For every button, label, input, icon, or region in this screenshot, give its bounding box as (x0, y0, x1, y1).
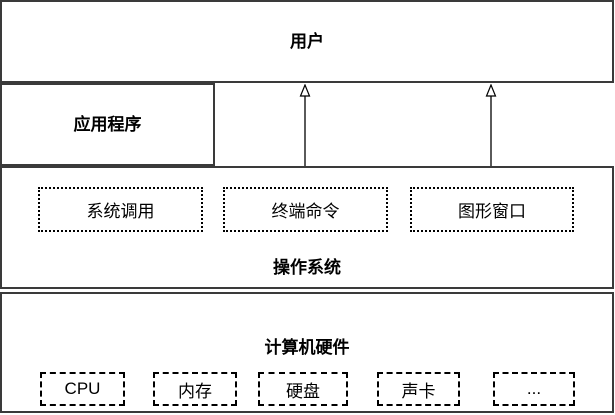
layer-hardware-label: 计算机硬件 (264, 338, 350, 357)
layer-application-label: 应用程序 (73, 114, 142, 134)
os-interface-graphical-window: 图形窗口 (410, 187, 574, 232)
layer-user-label: 用户 (290, 31, 324, 51)
hw-component-label: 声卡 (401, 381, 436, 401)
layer-hardware: 计算机硬件 CPU 内存 硬盘 声卡 ... (0, 292, 614, 413)
hw-component-soundcard: 声卡 (377, 372, 460, 406)
os-interface-label: 终端命令 (271, 202, 340, 221)
hw-component-memory: 内存 (153, 372, 237, 406)
layer-user: 用户 (0, 0, 614, 83)
hw-component-cpu: CPU (40, 372, 125, 406)
os-interface-terminal-command: 终端命令 (223, 187, 388, 232)
layer-os: 系统调用 终端命令 图形窗口 操作系统 (0, 166, 614, 289)
layer-os-label: 操作系统 (273, 258, 341, 277)
layer-application: 应用程序 (0, 83, 215, 166)
hw-component-label: CPU (64, 379, 101, 398)
os-interface-label: 系统调用 (86, 202, 155, 221)
os-interface-system-call: 系统调用 (38, 187, 203, 232)
hw-component-label: 内存 (178, 381, 212, 401)
os-interface-label: 图形窗口 (458, 202, 526, 221)
hw-component-label: ... (526, 379, 542, 398)
hw-component-disk: 硬盘 (258, 372, 348, 406)
hw-component-label: 硬盘 (286, 381, 320, 401)
hw-component-ellipsis: ... (493, 372, 575, 406)
